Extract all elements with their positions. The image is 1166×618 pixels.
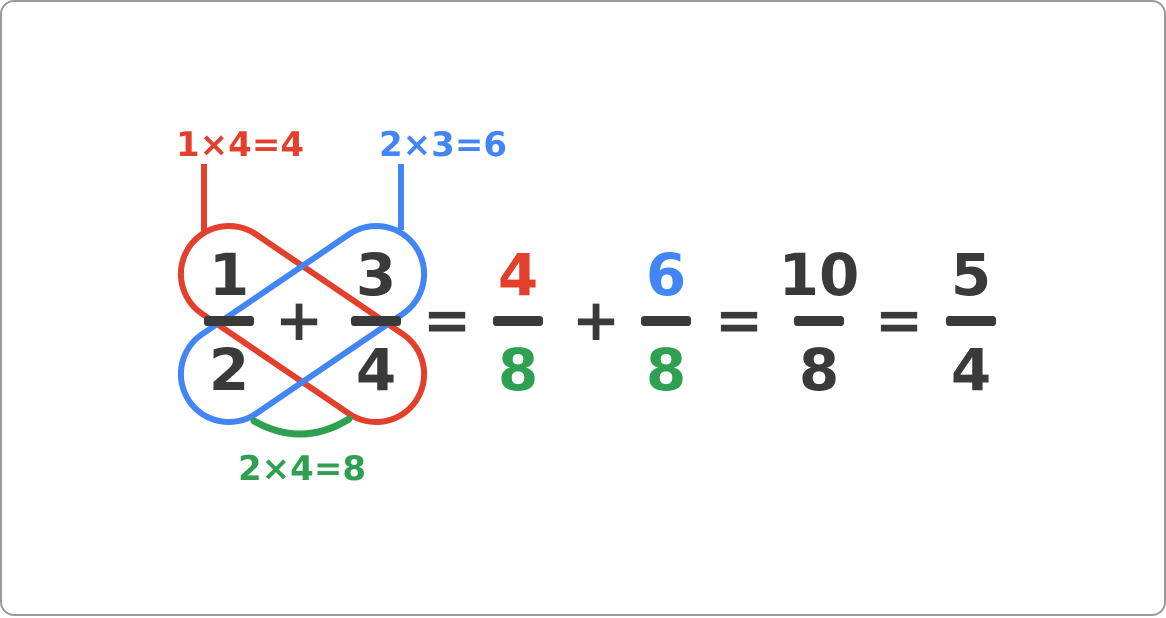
fraction-1-2: 1 2: [179, 245, 279, 400]
denominator: 8: [497, 336, 539, 404]
fraction-bar: [351, 316, 401, 326]
numerator: 3: [355, 241, 397, 309]
fraction-10-8: 10 8: [769, 245, 869, 400]
fraction-6-8: 6 8: [616, 245, 716, 400]
denominator: 2: [208, 336, 250, 404]
red-product-label: 1×4=4: [176, 125, 304, 165]
denominator: 4: [355, 336, 397, 404]
denominator: 4: [950, 336, 992, 404]
green-product-label: 2×4=8: [238, 449, 366, 489]
equals-operator-3: =: [874, 286, 924, 354]
green-denominator-arc: [250, 415, 353, 438]
denominator: 8: [645, 336, 687, 404]
fraction-5-4: 5 4: [921, 245, 1021, 400]
fraction-bar: [946, 316, 996, 326]
equals-operator-1: =: [422, 286, 472, 354]
fraction-bar: [641, 316, 691, 326]
numerator: 4: [497, 241, 539, 309]
fraction-4-8: 4 8: [468, 245, 568, 400]
numerator: 6: [645, 241, 687, 309]
plus-operator-2: +: [571, 286, 621, 354]
fraction-3-4: 3 4: [326, 245, 426, 400]
denominator: 8: [798, 336, 840, 404]
blue-product-label: 2×3=6: [379, 125, 507, 165]
numerator: 5: [950, 241, 992, 309]
numerator: 10: [778, 241, 860, 309]
fraction-bar: [204, 316, 254, 326]
equals-operator-2: =: [714, 286, 764, 354]
fraction-bar: [794, 316, 844, 326]
plus-operator-1: +: [274, 286, 324, 354]
fraction-bar: [493, 316, 543, 326]
numerator: 1: [208, 241, 250, 309]
